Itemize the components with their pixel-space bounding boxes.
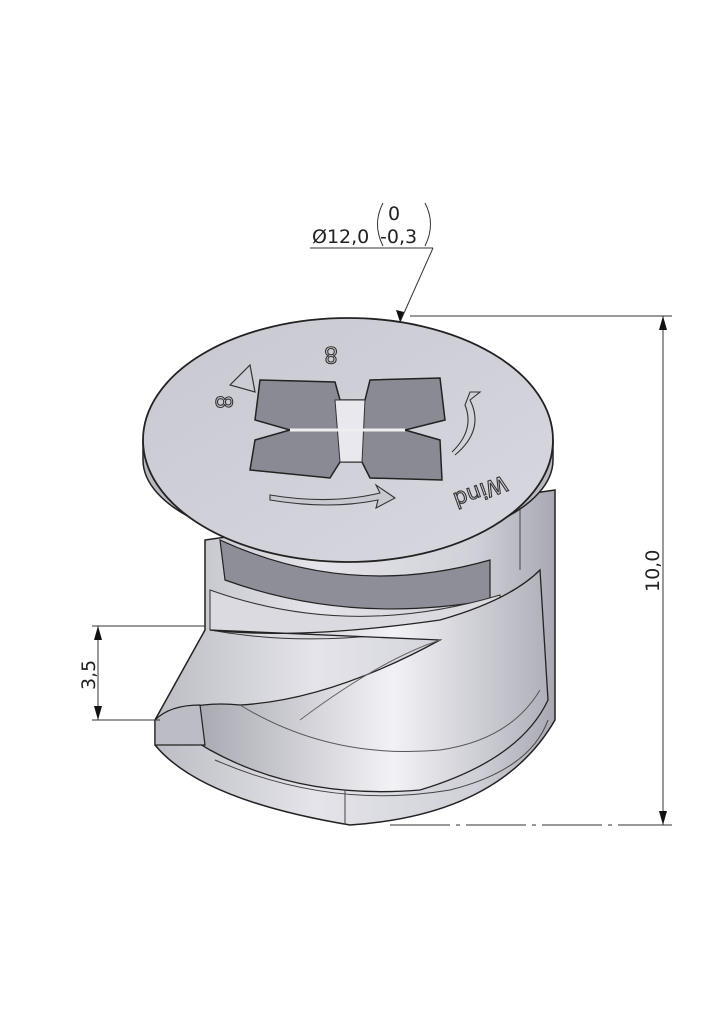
part-body	[154, 489, 556, 826]
height-dimension: 10,0	[390, 315, 672, 826]
diameter-upper-tolerance: 0	[388, 203, 400, 225]
opening-dimension: 3,5	[78, 625, 205, 721]
part-head: 8 8 Wind	[142, 317, 554, 563]
size-mark-left: 8	[210, 395, 235, 409]
arrow-mark-icon	[228, 363, 256, 393]
opening-value: 3,5	[78, 660, 100, 690]
diameter-dimension: Ø12,0 0 -0,3	[310, 202, 434, 323]
size-mark-top: 8	[324, 341, 338, 366]
height-value: 10,0	[642, 550, 664, 592]
diameter-lower-tolerance: -0,3	[380, 226, 417, 248]
diameter-value: Ø12,0	[312, 226, 369, 248]
